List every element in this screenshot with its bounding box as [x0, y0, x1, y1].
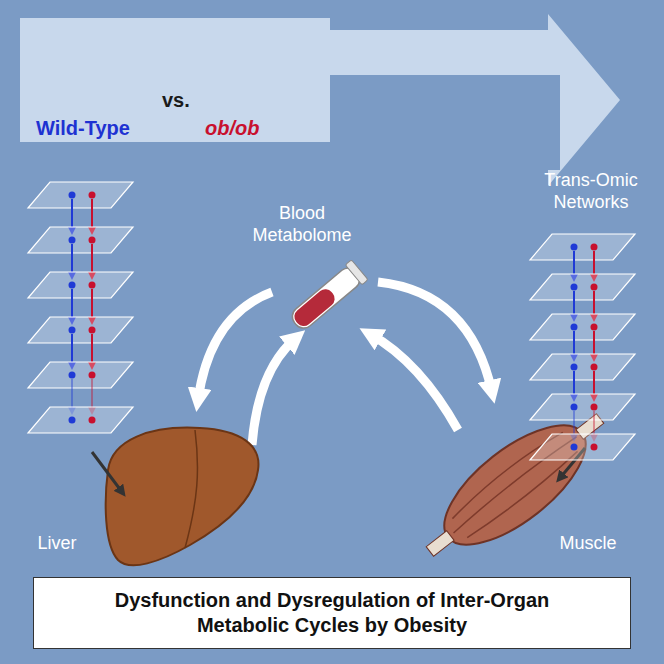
- ob-dot: [89, 192, 96, 199]
- regulation-arrow: [593, 291, 595, 315]
- group-label: Wild-Type: [36, 116, 130, 141]
- wt-dot: [69, 327, 76, 334]
- liver-lobe-line: [185, 430, 198, 548]
- organ-label: Liver: [22, 533, 92, 555]
- regulation-arrow: [573, 331, 575, 355]
- regulation-arrow: [593, 411, 595, 435]
- ob-dot: [89, 237, 96, 244]
- omic-layer: [530, 354, 635, 380]
- wt-dot: [571, 244, 578, 251]
- regulation-arrow: [71, 379, 73, 408]
- ob-dot: [89, 282, 96, 289]
- ob-dot: [89, 327, 96, 334]
- versus-text: vs.: [162, 88, 190, 113]
- ob-dot: [591, 284, 598, 291]
- omic-layer: [28, 227, 133, 253]
- blood-tube: [287, 260, 368, 334]
- regulation-arrow: [593, 251, 595, 275]
- ob-dot: [591, 444, 598, 451]
- omic-layer: [28, 272, 133, 298]
- summary-box: Dysfunction and Dysregulation of Inter-O…: [33, 577, 631, 649]
- ob-dot: [591, 404, 598, 411]
- wt-dot: [571, 324, 578, 331]
- big-arrow: [320, 14, 620, 186]
- omic-layer: [530, 394, 635, 420]
- regulation-arrow: [91, 379, 93, 408]
- regulation-arrow: [91, 199, 93, 228]
- regulation-arrow: [593, 331, 595, 355]
- wt-dot: [69, 192, 76, 199]
- regulation-arrow: [573, 251, 575, 275]
- regulation-arrow: [91, 334, 93, 363]
- wt-dot: [571, 364, 578, 371]
- blood-label: Blood Metabolome: [232, 203, 372, 246]
- omic-layer: [530, 314, 635, 340]
- wt-dot: [571, 284, 578, 291]
- ob-dot: [89, 417, 96, 424]
- regulation-arrow: [593, 371, 595, 395]
- wt-dot: [571, 404, 578, 411]
- cycle-arrows: [198, 282, 492, 445]
- regulation-arrow: [71, 289, 73, 318]
- regulation-arrow: [573, 291, 575, 315]
- wt-dot: [69, 417, 76, 424]
- pointer-arrow: [92, 452, 122, 492]
- wt-dot: [571, 444, 578, 451]
- omic-layer: [28, 407, 133, 433]
- regulation-arrow: [573, 411, 575, 435]
- wt-dot: [69, 237, 76, 244]
- regulation-arrow: [573, 371, 575, 395]
- omic-layer: [28, 182, 133, 208]
- regulation-arrow: [91, 244, 93, 273]
- group-label: ob/ob: [205, 116, 259, 141]
- regulation-arrow: [71, 334, 73, 363]
- omic-layer: [530, 234, 635, 260]
- ob-dot: [89, 372, 96, 379]
- regulation-arrow: [91, 289, 93, 318]
- network-label: Trans-Omic Networks: [528, 170, 654, 213]
- comparison-panel: vs. Wild-Type ob/ob: [20, 18, 330, 142]
- regulation-arrow: [71, 199, 73, 228]
- regulation-arrow: [71, 244, 73, 273]
- ob-dot: [591, 324, 598, 331]
- ob-dot: [591, 364, 598, 371]
- omic-layer: [28, 362, 133, 388]
- wt-dot: [69, 282, 76, 289]
- omic-layer: [530, 274, 635, 300]
- omic-layer: [28, 317, 133, 343]
- organ-label: Muscle: [548, 533, 628, 555]
- omic-layer: [530, 434, 635, 460]
- summary-text: Dysfunction and Dysregulation of Inter-O…: [102, 588, 562, 638]
- ob-dot: [591, 244, 598, 251]
- liver: [106, 428, 259, 566]
- wt-dot: [69, 372, 76, 379]
